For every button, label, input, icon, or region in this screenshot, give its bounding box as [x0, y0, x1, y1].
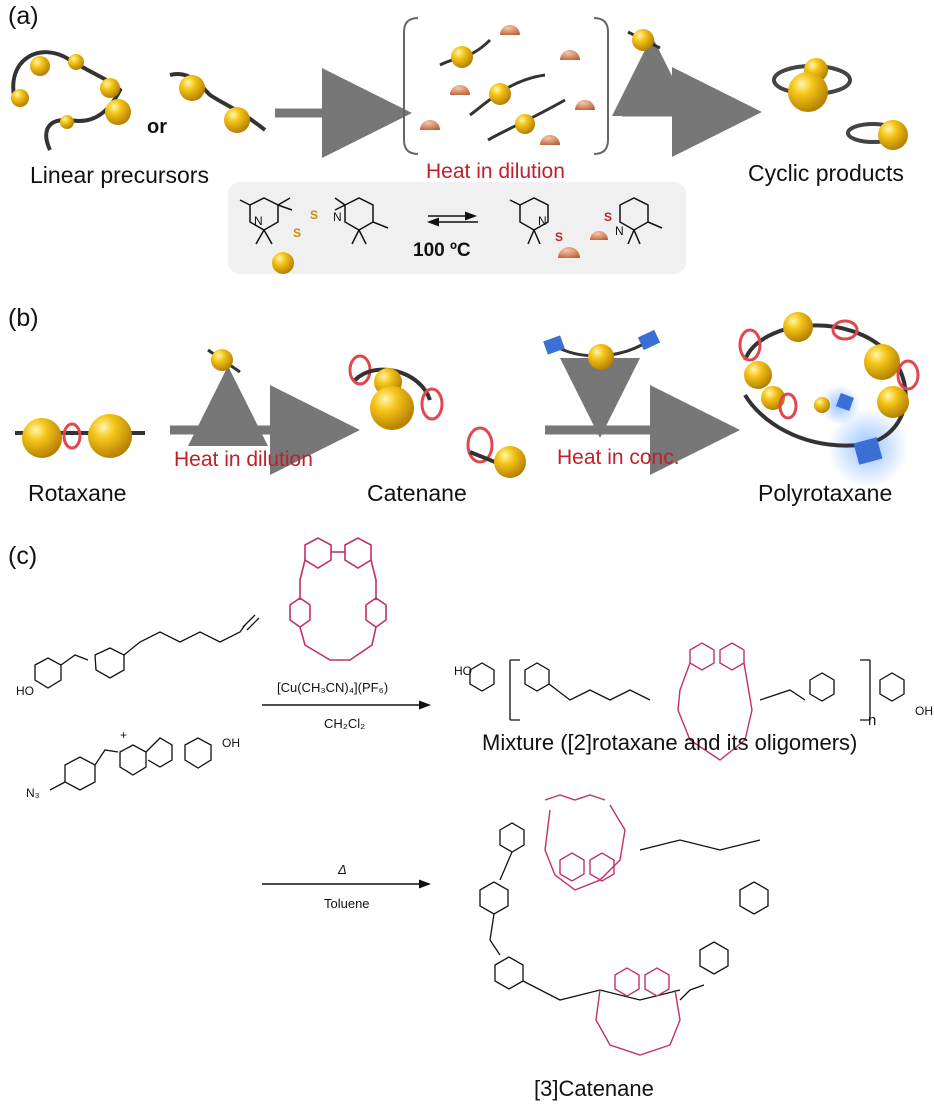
azide-label: N₃	[26, 786, 40, 800]
panel-label-c: (c)	[8, 542, 38, 570]
atom-n-product-2: N	[615, 224, 624, 238]
hydroxy-label-2: OH	[222, 736, 240, 750]
heat-in-dilution-label-b: Heat in dilution	[174, 448, 313, 471]
polyrotaxane-label: Polyrotaxane	[758, 480, 893, 506]
polyrotaxane-graphic	[738, 312, 920, 488]
catenane3-structure	[479, 822, 769, 1001]
solvent-2-label: Toluene	[324, 896, 370, 911]
rotaxane-product-structure	[469, 659, 905, 721]
atom-n-right: N	[333, 210, 342, 224]
heat-box	[403, 17, 609, 155]
linear-precursor-2	[169, 72, 267, 133]
mixture-label: Mixture ([2]rotaxane and its oligomers)	[482, 730, 858, 755]
cyclic-products	[772, 58, 908, 150]
heat-in-dilution-label-a: Heat in dilution	[426, 160, 565, 183]
catenane-label: Catenane	[367, 480, 467, 506]
atom-n-product-1: N	[538, 214, 547, 228]
catenane3-label: [3]Catenane	[534, 1076, 654, 1101]
delta-label: Δ	[338, 862, 347, 877]
plus-sign: +	[120, 728, 128, 742]
azide-precursor-structure	[49, 737, 212, 791]
hydroxy-label-3: HO	[454, 664, 472, 678]
hydroxy-label-4: OH	[915, 704, 933, 718]
rotaxane-graphic	[15, 414, 145, 458]
linear-precursor-1	[11, 50, 131, 151]
hydroxy-label-1: HO	[16, 684, 34, 698]
atom-s-left-1: S	[293, 226, 302, 240]
linear-precursors-label: Linear precursors	[30, 162, 209, 188]
reagent-cu-label: [Cu(CH₃CN)₄](PF₆)	[277, 680, 389, 695]
atom-s-left-2: S	[310, 208, 319, 222]
atom-s-radical-2: S	[604, 210, 613, 224]
temperature-label: 100 ºC	[413, 240, 471, 261]
macrocycle-structure	[289, 537, 387, 661]
atom-s-radical-1: S	[555, 230, 564, 244]
panel-label-b: (b)	[8, 304, 39, 332]
alkyne-precursor-structure	[34, 614, 260, 689]
repeat-n-label: n	[868, 712, 877, 729]
tmp-disulfide-structures	[239, 197, 663, 245]
rotaxane-label: Rotaxane	[28, 480, 127, 506]
panel-label-a: (a)	[8, 2, 39, 30]
released-bead	[632, 29, 654, 51]
catenane-graphic	[348, 354, 526, 478]
atom-n-left: N	[254, 214, 263, 228]
solvent-1-label: CH₂Cl₂	[324, 716, 366, 731]
heat-in-conc-label: Heat in conc.	[557, 446, 680, 469]
cyclic-products-label: Cyclic products	[748, 160, 904, 186]
or-label: or	[147, 116, 167, 138]
